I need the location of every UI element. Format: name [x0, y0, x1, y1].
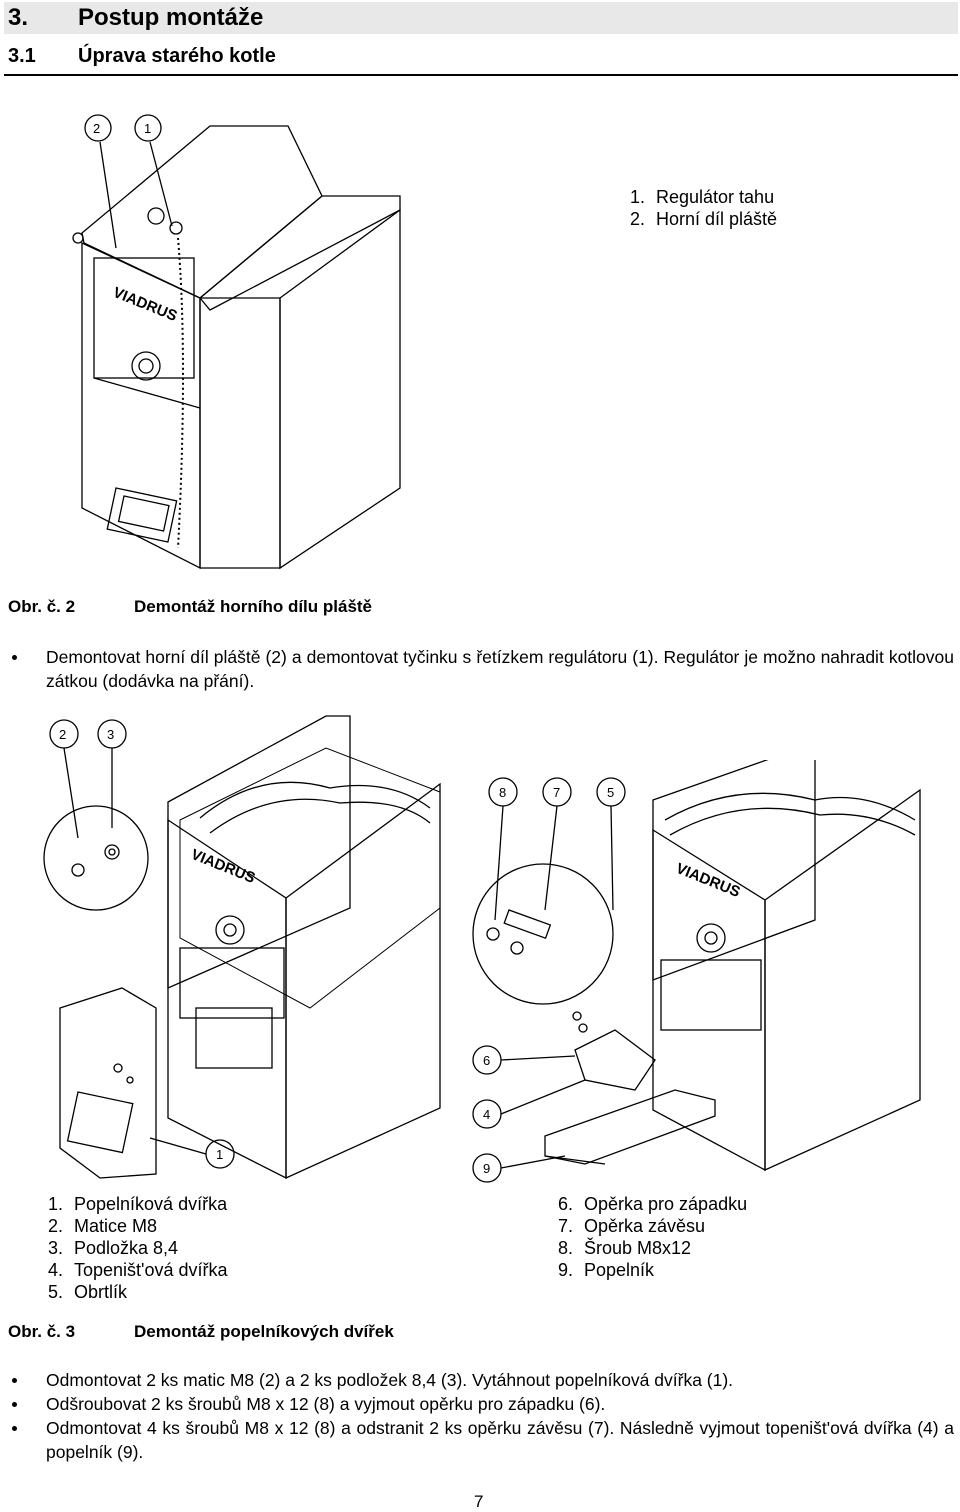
legend-item: 3.Podložka 8,4: [48, 1238, 179, 1258]
legend-item: 1.Regulátor tahu: [630, 187, 775, 207]
svg-text:1: 1: [144, 121, 151, 136]
instruction-item: Demontovat horní díl pláště (2) a demont…: [6, 645, 954, 693]
legend-item: 7.Opěrka závěsu: [558, 1216, 706, 1236]
legend-item: 2.Horní díl pláště: [630, 209, 778, 229]
svg-text:8: 8: [499, 785, 506, 800]
figure-2-boiler-drawing: 2 1 VIADRUS: [72, 114, 401, 570]
svg-text:5: 5: [607, 785, 614, 800]
figure-2-legend: 1.Regulátor tahu 2.Horní díl pláště: [630, 186, 777, 230]
caption-label: Obr. č. 3: [8, 1322, 76, 1341]
callout-9: 9: [472, 1153, 502, 1183]
svg-text:VIADRUS: VIADRUS: [189, 846, 258, 887]
callout-2: 2: [84, 114, 112, 142]
figure-3-right-drawing: 8 7 5 VIADRUS 6 4 9: [472, 760, 921, 1183]
callout-3: 3: [97, 719, 127, 749]
instructions-list-2: Odmontovat 2 ks matic M8 (2) a 2 ks podl…: [6, 1368, 954, 1464]
legend-item: 4.Topeništ'ová dvířka: [48, 1260, 228, 1280]
section-title: Postup montáže: [78, 4, 264, 31]
section-heading: 3. Postup montáže: [4, 2, 958, 34]
callout-6: 6: [472, 1045, 502, 1075]
callout-4: 4: [472, 1099, 502, 1129]
svg-text:6: 6: [483, 1053, 490, 1068]
subsection-title: Úprava starého kotle: [78, 45, 276, 67]
caption-title: Demontáž horního dílu pláště: [134, 597, 373, 616]
svg-text:2: 2: [59, 727, 66, 742]
svg-text:2: 2: [93, 121, 100, 136]
instructions-list-1: Demontovat horní díl pláště (2) a demont…: [6, 645, 954, 693]
svg-text:9: 9: [483, 1161, 490, 1176]
svg-text:7: 7: [553, 785, 560, 800]
legend-item: 9.Popelník: [558, 1260, 655, 1280]
svg-text:VIADRUS: VIADRUS: [674, 860, 743, 901]
callout-2: 2: [49, 719, 79, 749]
callout-1: 1: [134, 114, 162, 142]
svg-text:3: 3: [107, 727, 114, 742]
legend-item: 6.Opěrka pro západku: [558, 1194, 748, 1214]
callout-7: 7: [542, 777, 572, 807]
caption-label: Obr. č. 2: [8, 597, 76, 616]
instruction-item: Odšroubovat 2 ks šroubů M8 x 12 (8) a vy…: [6, 1392, 954, 1416]
instruction-item: Odmontovat 4 ks šroubů M8 x 12 (8) a ods…: [6, 1416, 954, 1464]
legend-item: 1.Popelníková dvířka: [48, 1194, 228, 1214]
callout-8: 8: [488, 777, 518, 807]
svg-text:1: 1: [216, 1147, 223, 1162]
instruction-item: Odmontovat 2 ks matic M8 (2) a 2 ks podl…: [6, 1368, 954, 1392]
caption-title: Demontáž popelníkových dvířek: [134, 1322, 394, 1341]
subsection-heading: 3.1 Úprava starého kotle: [4, 38, 958, 76]
svg-text:4: 4: [483, 1107, 490, 1122]
legend-item: 2.Matice M8: [48, 1216, 158, 1236]
svg-text:VIADRUS: VIADRUS: [111, 284, 180, 325]
subsection-number: 3.1: [8, 45, 36, 67]
legend-item: 5.Obrtlík: [48, 1282, 128, 1302]
section-number: 3.: [8, 4, 29, 31]
figure-3-left-drawing: 2 3 VIADRUS 1: [43, 715, 441, 1180]
callout-5: 5: [596, 777, 626, 807]
page-number: 7: [474, 1492, 484, 1511]
legend-item: 8.Šroub M8x12: [558, 1238, 692, 1258]
figure-3-legend-right: 6.Opěrka pro západku 7.Opěrka závěsu 8.Š…: [558, 1193, 747, 1281]
figure-3-legend-left: 1.Popelníková dvířka 2.Matice M8 3.Podlo…: [48, 1193, 228, 1303]
